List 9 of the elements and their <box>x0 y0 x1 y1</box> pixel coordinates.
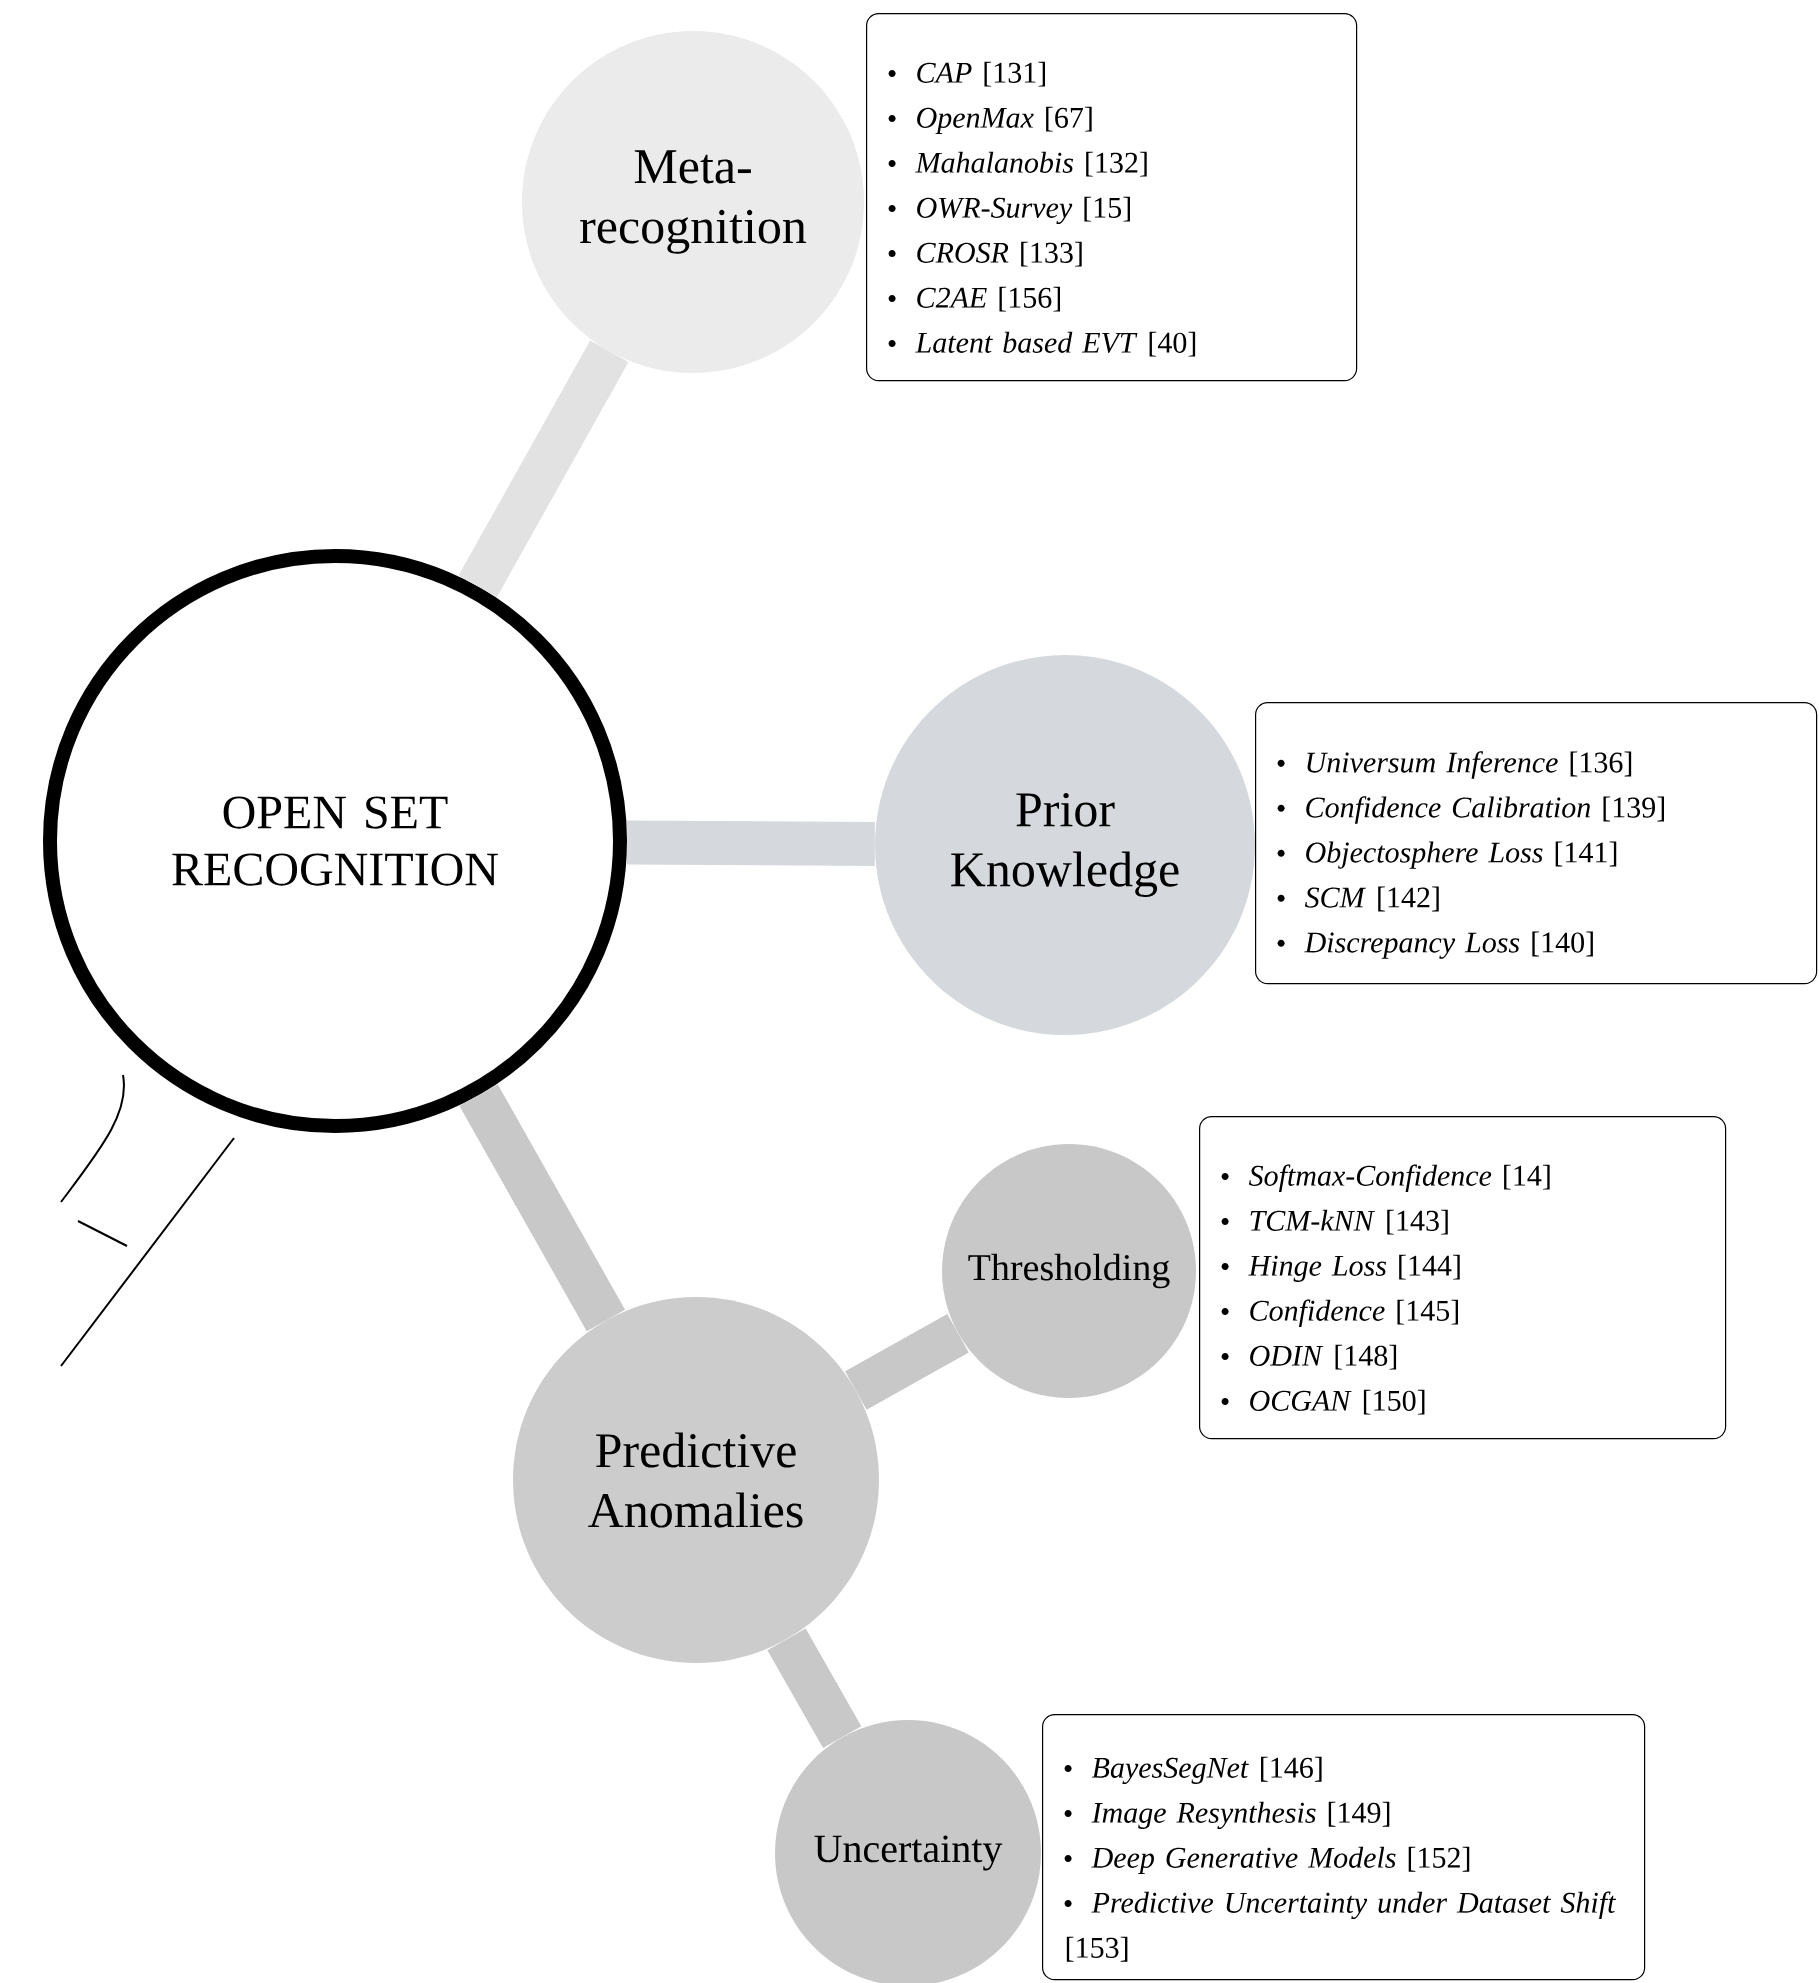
branch-connector <box>845 1314 969 1410</box>
method-list-box: Universum Inference [136] Confidence Calibration [139] Objectosphere Loss [141] SCM [142] Discrepancy Loss [140] <box>1255 702 1818 985</box>
method-list-box: BayesSegNet [146] Image Resynthesis [149] Deep Generative Models [152] Predictive Uncertainty under Dataset Shift [153] <box>1042 1714 1646 1981</box>
method-list-box: CAP [131] OpenMax [67] Mahalanobis [132] OWR-Survey [15] CROSR [133] C2AE [156] Latent based EVT [40] <box>866 13 1358 382</box>
branch-connector <box>459 1084 626 1332</box>
branch-connector <box>458 340 629 598</box>
branch-connector <box>767 1628 862 1749</box>
method-list-box: Softmax-Confidence [14] TCM-kNN [143] Hinge Loss [144] Confidence [145] ODIN [148] OCGAN [150] <box>1199 1116 1727 1440</box>
branch-connector <box>626 820 875 866</box>
